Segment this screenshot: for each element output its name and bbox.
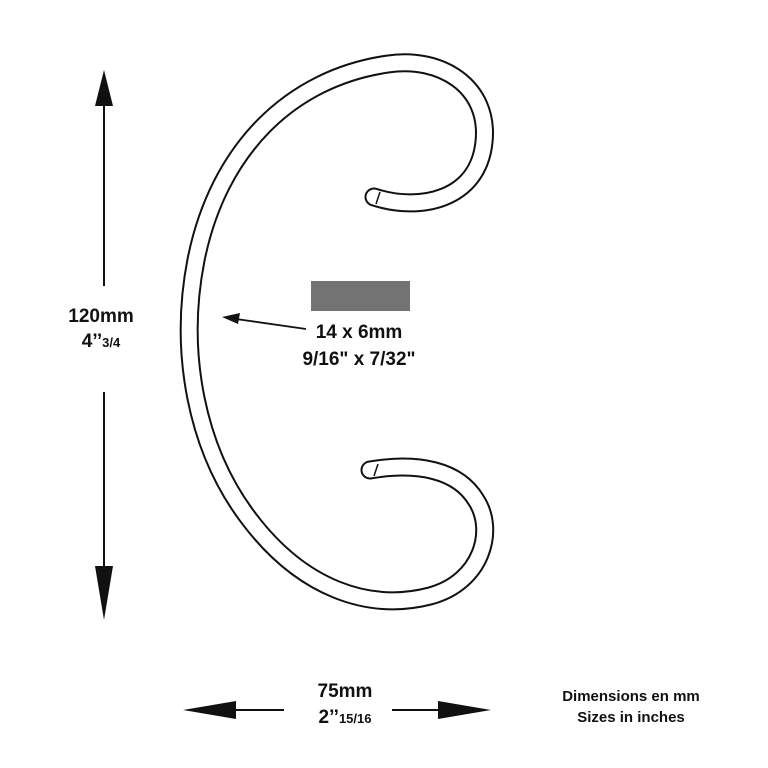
arrow-left-icon	[183, 701, 236, 719]
height-dimension-label: 120mm 4’’3/4	[62, 307, 140, 351]
width-dimension-label: 75mm 2’’15/16	[296, 682, 394, 727]
width-dimension-line	[183, 701, 491, 719]
section-pointer	[222, 313, 307, 330]
arrow-up-icon	[95, 70, 113, 106]
height-dimension-line	[95, 70, 113, 620]
units-note: Dimensions en mm Sizes in inches	[536, 689, 726, 725]
width-inch-fraction: 15/16	[338, 711, 372, 726]
pointer-arrowhead-icon	[222, 313, 240, 324]
section-mm: 14 x 6mm	[315, 322, 403, 343]
width-mm: 75mm	[317, 681, 373, 702]
section-swatch	[311, 281, 410, 311]
units-note-english: Sizes in inches	[577, 709, 685, 726]
section-inches: 9/16" x 7/32"	[302, 349, 416, 370]
height-mm: 120mm	[68, 306, 134, 327]
c-scroll-outline	[179, 53, 495, 611]
width-inch-whole: 2’’	[318, 707, 339, 728]
height-inch-fraction: 3/4	[102, 335, 121, 350]
height-inches: 4’’3/4	[62, 332, 140, 351]
arrow-down-icon	[95, 566, 113, 620]
height-inch-whole: 4’’	[81, 331, 103, 352]
units-note-french: Dimensions en mm	[562, 688, 700, 705]
section-dimension-label: 14 x 6mm 9/16" x 7/32"	[276, 323, 442, 369]
arrow-right-icon	[438, 701, 491, 719]
width-inches: 2’’15/16	[296, 708, 394, 727]
